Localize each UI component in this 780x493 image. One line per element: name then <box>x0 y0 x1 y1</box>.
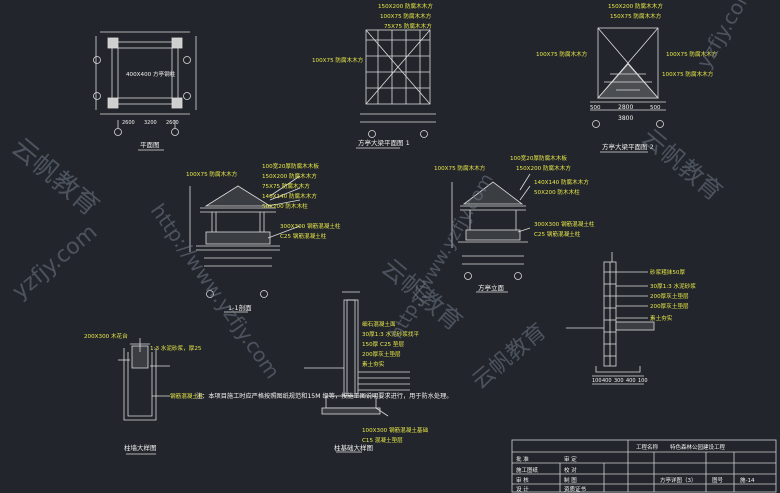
footing-detail <box>304 291 410 453</box>
elev-label-5: 50X200 防木木柱 <box>534 188 580 196</box>
title-drawing-no-label: 图号 <box>712 476 724 484</box>
plan-outline <box>111 41 179 105</box>
ftg-label-7: C15 混凝土垫层 <box>362 436 403 444</box>
sec-label-6: 50X200 防木木柱 <box>262 202 308 210</box>
bp2-label-5: 100X75 防腐木木方 <box>662 70 714 78</box>
plan-column-label: 400X400 方亭钢柱 <box>126 70 176 78</box>
title-drawing-no: 施-14 <box>740 476 755 484</box>
title-row-7: 制 图 <box>564 476 577 484</box>
bp1-title: 方亭大梁平面图 1 <box>358 138 410 147</box>
ftg-label-1: 细石混凝土面 <box>362 320 396 328</box>
plan-view <box>93 31 197 151</box>
column-detail <box>118 338 170 455</box>
ftg-label-4: 200厚灰土垫层 <box>362 350 401 358</box>
wall-label-2: 30厚1:3 水泥砂浆 <box>650 282 696 290</box>
title-block <box>511 439 777 493</box>
wall-dim-2: 400 <box>602 378 612 384</box>
elev-label-2: 100X75 防腐木木方 <box>434 164 486 172</box>
elev-label-6: 300X300 钢筋混凝土柱 <box>534 220 595 228</box>
section-view <box>189 175 301 313</box>
ftg-label-5: 素土夯实 <box>362 360 385 368</box>
watermark-1: 云帆教育 <box>6 132 105 222</box>
sec-label-8: C25 钢筋混凝土柱 <box>280 232 327 240</box>
title-project-name: 特色森林公园建设工程 <box>670 443 726 451</box>
bp2-title: 方亭大梁平面图 2 <box>602 142 654 151</box>
title-row-4: 设 计 <box>516 485 529 493</box>
bp2-label-2: 150X75 防腐木木方 <box>610 12 662 20</box>
beam-plan-2 <box>590 27 666 153</box>
bp2-dim-3: 500 <box>650 105 661 111</box>
bp2-label-4: 100X75 防腐木木方 <box>666 50 718 58</box>
title-row-3: 审 核 <box>516 476 529 484</box>
plan-dim-right: 2600 <box>166 120 179 126</box>
sec-label-1: 100宽20厚防腐木木板 <box>262 162 319 170</box>
plan-dim-left: 2600 <box>122 120 135 126</box>
title-row-6: 校 对 <box>564 466 577 474</box>
title-project-label: 工程名称 <box>636 443 659 451</box>
elevation-view <box>451 173 531 293</box>
col-label-1: 200X300 木花台 <box>84 332 128 340</box>
elev-label-1: 100宽20厚防腐木木板 <box>510 154 567 162</box>
column-detail-title: 柱墙大样图 <box>124 443 157 452</box>
title-row-5: 审 定 <box>564 455 577 463</box>
wall-detail <box>566 252 655 385</box>
sec-label-7: 300X300 钢筋混凝土柱 <box>280 222 341 230</box>
bp2-dim-4: 3800 <box>618 115 633 122</box>
bp1-label-2: 100X75 防腐木木方 <box>380 12 432 20</box>
watermark-6: 云帆教育 <box>636 123 728 206</box>
elevation-title: 方亭立面 <box>478 283 505 292</box>
elev-label-4: 140X140 防腐木木方 <box>534 178 589 186</box>
col-label-2: 1:3 水泥砂浆，厚25 <box>150 344 202 352</box>
sec-label-2: 100X75 防腐木木方 <box>186 170 238 178</box>
title-drawing-name: 方亭详图（3） <box>660 476 697 484</box>
plan-title: 平面图 <box>140 141 160 149</box>
beam-plan-1 <box>356 29 436 149</box>
title-row-2: 施工图纸 <box>516 466 539 474</box>
plan-dim-mid: 3200 <box>144 120 157 126</box>
footing-detail-title: 柱基础大样图 <box>334 443 373 452</box>
wall-dim-4: 400 <box>626 378 636 384</box>
wall-dim-1: 100 <box>592 378 602 384</box>
bp2-dim-1: 500 <box>590 105 601 111</box>
ftg-label-6: 100X300 钢筋混凝土基础 <box>362 426 429 434</box>
wall-label-3: 200厚灰土垫层 <box>650 292 689 300</box>
sec-label-3: 150X200 防腐木木方 <box>262 172 317 180</box>
wall-label-5: 素土夯实 <box>650 314 673 322</box>
ftg-label-2: 30厚1:3 水泥砂浆找平 <box>362 330 419 338</box>
bp2-label-1: 150X200 防腐木木方 <box>608 2 663 10</box>
elev-label-3: 150X200 防腐木木方 <box>516 164 571 172</box>
elev-label-7: C25 钢筋混凝土柱 <box>534 230 581 238</box>
watermark-7: yzfjy.com <box>692 0 759 72</box>
bp1-label-3: 75X75 防腐木木方 <box>384 22 432 30</box>
section-title: 1-1剖面 <box>228 303 252 312</box>
sec-label-4: 75X75 防腐木木方 <box>262 182 310 190</box>
ftg-label-3: 150厚 C25 垫层 <box>362 340 404 348</box>
wall-label-1: 砂浆粗抹50厚 <box>650 268 685 276</box>
sec-label-5: 140X140 防腐木木方 <box>262 192 317 200</box>
title-row-8: 资质证书 <box>564 485 587 493</box>
bp1-label-1: 150X200 防腐木木方 <box>378 2 433 10</box>
bp2-dim-2: 2800 <box>618 104 633 111</box>
wall-label-4: 200厚灰土垫层 <box>650 302 689 310</box>
wall-dim-3: 300 <box>614 378 624 384</box>
drawing-note: 注：本项目施工时应严格按照图纸规范和15M 级等，按施工图说明要求进行，用于防水… <box>196 392 453 400</box>
col-label-3: 钢筋混凝土柱 <box>170 392 204 400</box>
bp1-label-4: 100X75 防腐木木方 <box>312 56 364 64</box>
bp2-label-3: 100X75 防腐木木方 <box>536 50 588 58</box>
title-row-1: 批 准 <box>516 455 529 463</box>
wall-dim-5: 100 <box>638 378 648 384</box>
watermark-8: 云帆教育 <box>468 319 551 395</box>
watermark-3: yzfjy.com <box>8 220 102 305</box>
